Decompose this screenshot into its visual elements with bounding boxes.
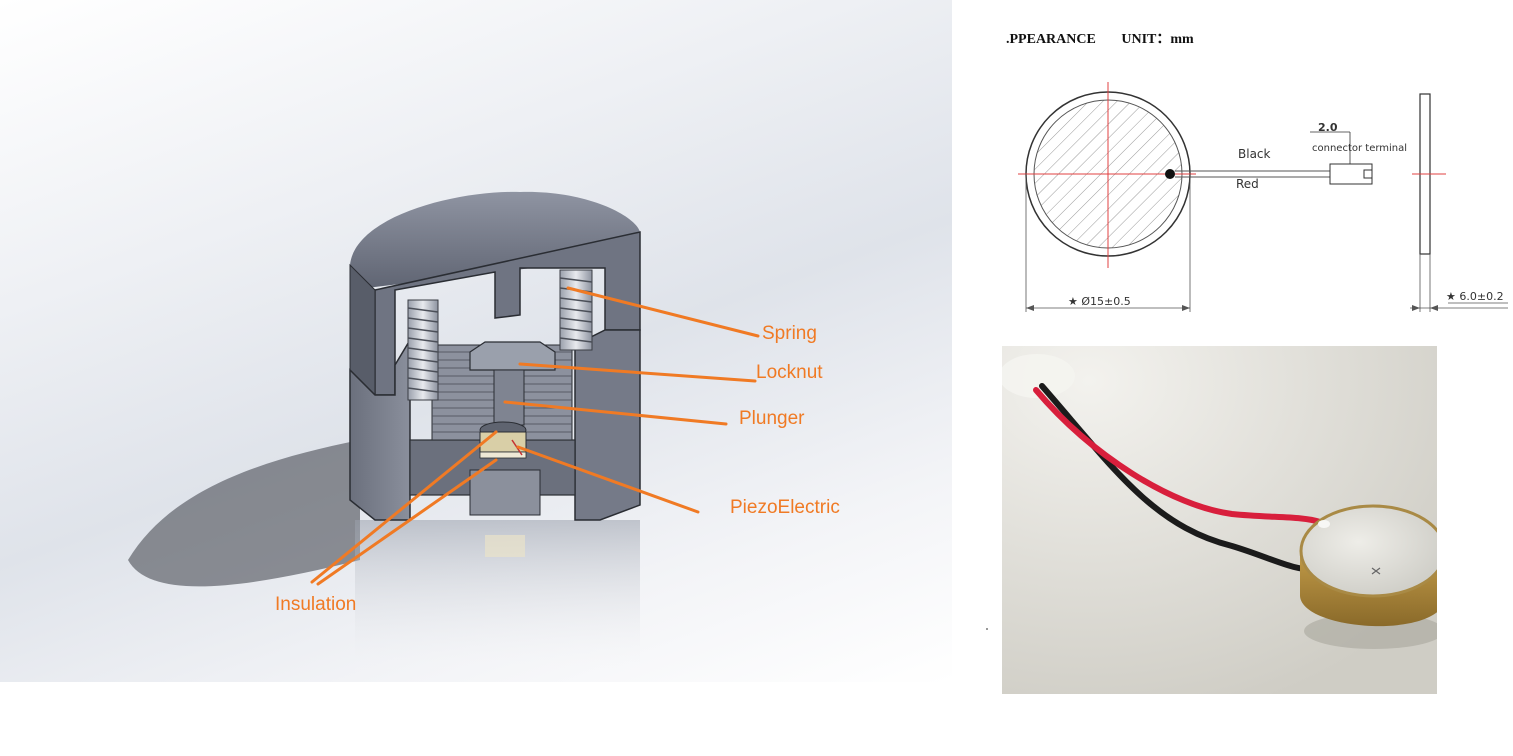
technical-drawing: .PPEARANCE UNIT：mm [1000, 20, 1513, 320]
photo-illustration [1002, 346, 1437, 694]
unit-heading: UNIT：mm [1121, 32, 1194, 47]
thickness-dim-label: ★ 6.0±0.2 [1446, 290, 1504, 303]
diameter-dim-label: ★ Ø15±0.5 [1068, 295, 1131, 308]
connector-terminal-label: connector terminal [1312, 143, 1407, 154]
piezo-disc-part [479, 431, 527, 453]
product-photo [1002, 346, 1437, 694]
locknut-label: Locknut [756, 362, 823, 383]
red-wire-label: Red [1236, 177, 1259, 191]
locknut-part [469, 341, 556, 371]
left-spring [407, 299, 439, 401]
drawing-header: .PPEARANCE UNIT：mm [1006, 28, 1216, 48]
black-wire-label: Black [1238, 147, 1271, 161]
solder-dot [1165, 169, 1175, 179]
insulation-label: Insulation [275, 594, 357, 615]
appearance-heading: .PPEARANCE [1006, 32, 1096, 47]
plunger-label: Plunger [739, 408, 805, 429]
piezo-leader [516, 445, 700, 514]
cad-illustration [128, 191, 760, 682]
spring-leader [566, 286, 760, 338]
connector-blur [1002, 354, 1075, 398]
cad-cutaway-view: Spring Locknut Plunger PiezoElectric Ins… [0, 0, 952, 682]
disc-face [1299, 504, 1437, 598]
connector-size-label: 2.0 [1318, 121, 1338, 134]
red-wire [1033, 387, 1323, 525]
insulation-leader-b [316, 458, 498, 586]
locknut-leader [518, 362, 757, 383]
cast-shadow [128, 440, 360, 587]
plunger-leader [503, 400, 728, 426]
drawing-svg: Black Red 2.0 connector terminal ★ Ø15±0… [1018, 82, 1508, 312]
spring-label: Spring [762, 323, 817, 344]
piezo-label: PiezoElectric [730, 497, 840, 518]
insulation-leader-a [310, 430, 498, 584]
right-spring [559, 269, 593, 351]
plunger-part [493, 369, 525, 426]
cap-top-surface [350, 191, 640, 290]
stray-dot [986, 628, 988, 630]
